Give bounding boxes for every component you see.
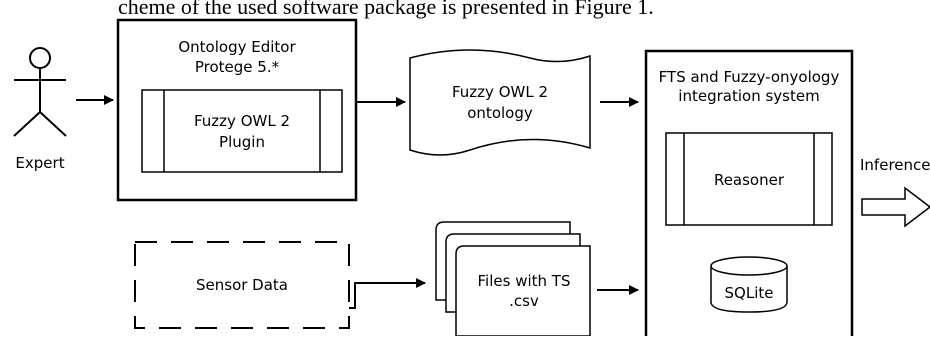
expert-actor-icon xyxy=(13,47,67,137)
sensor-data-label: Sensor Data xyxy=(196,276,288,294)
inference-label: Inference xyxy=(860,156,930,174)
editor-title-line2: Protege 5.* xyxy=(195,58,280,76)
files-label-line1: Files with TS xyxy=(478,272,571,290)
plugin-box xyxy=(141,89,343,173)
ontology-document-shape xyxy=(409,49,591,156)
arrow-sensor-to-files xyxy=(349,278,426,309)
system-title-line2: integration system xyxy=(678,87,819,105)
sqlite-database-icon xyxy=(710,256,788,313)
system-title-line1: FTS and Fuzzy-onyology xyxy=(659,68,840,86)
reasoner-label: Reasoner xyxy=(714,171,785,189)
ontology-label-line2: ontology xyxy=(467,104,533,122)
inference-arrow-icon xyxy=(861,186,930,228)
sqlite-label: SQLite xyxy=(725,284,774,302)
reasoner-box xyxy=(665,132,833,226)
plugin-label-line1: Fuzzy OWL 2 xyxy=(194,112,290,130)
expert-label: Expert xyxy=(15,154,64,172)
sensor-data-box xyxy=(134,241,350,329)
editor-title-line1: Ontology Editor xyxy=(178,38,296,56)
plugin-label-line2: Plugin xyxy=(219,133,265,151)
ontology-label-line1: Fuzzy OWL 2 xyxy=(452,83,548,101)
caption-text: cheme of the used software package is pr… xyxy=(118,0,654,19)
files-stack-shape xyxy=(435,221,591,337)
files-label-line2: .csv xyxy=(509,292,539,310)
